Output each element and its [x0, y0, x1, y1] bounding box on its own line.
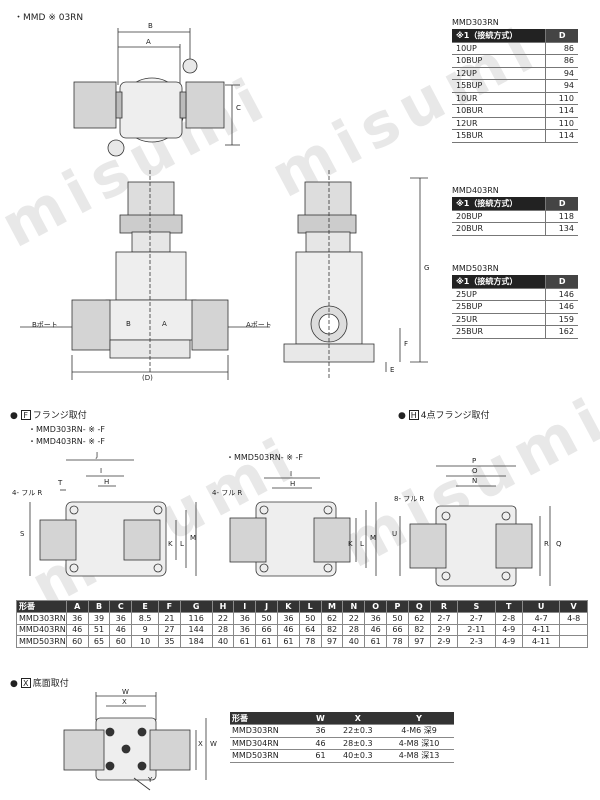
port-label: Aポート — [246, 321, 272, 329]
dim-label: E — [390, 366, 395, 374]
dim-label: B — [126, 320, 131, 328]
dim-label: I — [290, 470, 293, 478]
dim-label: (D) — [142, 374, 153, 382]
dim-label: R — [544, 540, 549, 548]
flange4-box-letter: H — [408, 410, 419, 420]
header-cell: D — [545, 29, 578, 43]
panel-box-letter: X — [20, 678, 31, 688]
header-cell: ※1（接続方式） — [452, 29, 546, 43]
port-label: Bポート — [32, 321, 58, 329]
dim-label: J — [96, 451, 99, 459]
hole-label: 4- フル R — [212, 489, 243, 497]
dim-label: H — [290, 480, 296, 488]
dim-label: K — [348, 540, 353, 548]
dim-label: I — [100, 467, 103, 475]
drawing-title: ・MMD ※ 03RN — [14, 13, 84, 23]
dim-label: H — [104, 478, 110, 486]
dim-label: A — [162, 320, 167, 328]
dim-label: M — [190, 534, 197, 542]
table-title: MMD403RN — [452, 186, 499, 195]
panel-drawing — [63, 692, 207, 791]
flange-subtitle: ・MMD403RN- ※ -F — [28, 437, 105, 446]
hole-label: 4- フル R — [12, 489, 43, 497]
dim-label: X — [122, 698, 127, 706]
flange-subtitle: ・MMD503RN- ※ -F — [226, 453, 303, 462]
header-cell: D — [545, 275, 578, 289]
hole-label: 8- フル R — [394, 495, 425, 503]
flange-box-letter: F — [20, 410, 31, 420]
table-title: MMD503RN — [452, 264, 499, 273]
dim-label: S — [20, 530, 25, 538]
dim-label: U — [392, 530, 398, 538]
main-drawing — [20, 28, 428, 380]
dim-label: K — [168, 540, 173, 548]
dim-label: W — [122, 688, 129, 696]
dim-label: X — [198, 740, 203, 748]
header-cell: ※1（接続方式） — [452, 197, 546, 211]
dim-label: W — [210, 740, 217, 748]
header-cell: ※1（接続方式） — [452, 275, 546, 289]
flange-drawings — [29, 459, 551, 587]
dim-label: Y — [148, 776, 153, 784]
dim-label: L — [180, 540, 184, 548]
dim-label: F — [404, 340, 409, 348]
dim-label: P — [472, 457, 477, 465]
dim-label: M — [370, 534, 377, 542]
flange-subtitle: ・MMD303RN- ※ -F — [28, 425, 105, 434]
dim-label: B — [148, 22, 153, 30]
dim-label: A — [146, 38, 151, 46]
dim-label: O — [472, 467, 478, 475]
dim-label: G — [424, 264, 430, 272]
dim-label: N — [472, 477, 478, 485]
dim-label: C — [236, 104, 241, 112]
dim-label: L — [360, 540, 364, 548]
dim-label: Q — [556, 540, 562, 548]
header-cell: D — [545, 197, 578, 211]
table-title: MMD303RN — [452, 18, 499, 27]
dim-label: T — [58, 479, 63, 487]
